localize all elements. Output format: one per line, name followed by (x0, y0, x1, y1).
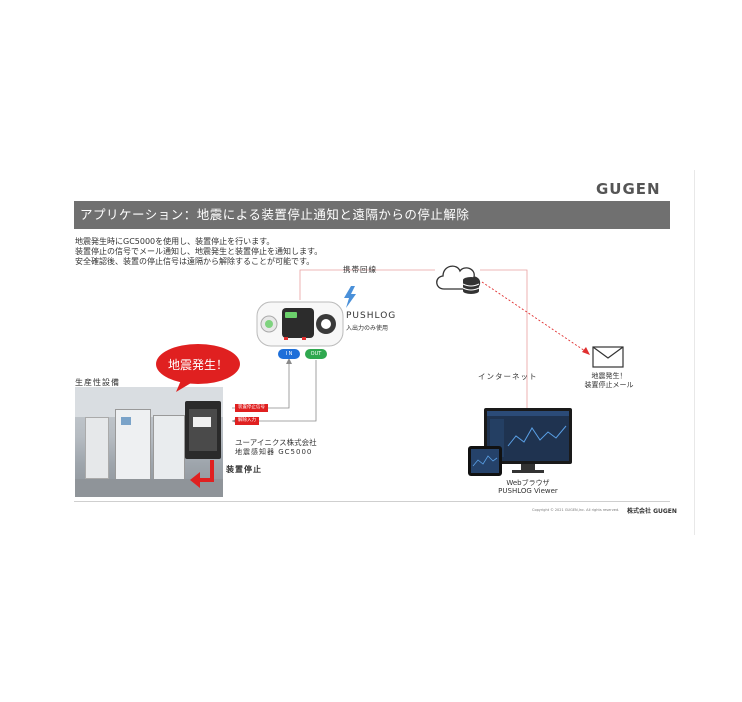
stop-label: 装置停止 (226, 465, 262, 474)
out-port: OUT (305, 349, 327, 359)
mail-label-line-1: 地震発生！ (591, 372, 627, 380)
internet-line-path (480, 269, 528, 408)
sensor-model: 地震感知器 GC5000 (235, 448, 313, 456)
browser-label-line-1: Webブラウザ (506, 479, 550, 487)
quake-bubble (156, 344, 240, 392)
internet-label: インターネット (478, 372, 538, 381)
sensor-maker: ユーアイニクス株式会社 (235, 438, 317, 447)
database-icon (462, 277, 480, 294)
cloud-icon (436, 265, 481, 294)
mail-dashed-line (481, 281, 589, 354)
quake-bubble-text: 地震発生！ (167, 358, 228, 372)
lightning-icon (344, 286, 356, 308)
mobile-line-label: 携帯回線 (343, 265, 377, 274)
brand-logo: GUGEN (596, 180, 661, 198)
mail-icon (592, 346, 624, 368)
pushlog-viewer-devices (468, 408, 572, 476)
in-arrow-head (286, 358, 292, 364)
equipment-label: 生産性設備 (75, 378, 120, 387)
pushlog-device (256, 301, 344, 347)
mail-arrow-head (582, 347, 590, 355)
stop-signal-tag: 装置停止信号 (235, 404, 268, 412)
footer-divider (74, 501, 670, 502)
description-line-1: 地震発生時にGC5000を使用し、装置停止を行います。 (75, 237, 275, 246)
out-line-path (232, 360, 317, 422)
release-input-tag: 解除入力 (235, 417, 259, 425)
mobile-line-path (299, 269, 435, 300)
description-line-3: 安全確認後、装置の停止信号は遠隔から解除することが可能です。 (75, 257, 315, 266)
copyright: Copyright © 2021 GUGEN,Inc. All rights r… (532, 508, 620, 512)
footer-company: 株式会社 GUGEN (627, 508, 677, 515)
pushlog-name: PUSHLOG (346, 311, 397, 321)
description-line-2: 装置停止の信号でメール通知し、地震発生と装置停止を通知します。 (75, 247, 323, 256)
in-port: I N (278, 349, 300, 359)
slide-edge (694, 170, 695, 535)
pushlog-sub: 入出力のみ使用 (346, 325, 389, 332)
mail-label-line-2: 装置停止メール (584, 381, 634, 389)
browser-label-line-2: PUSHLOG Viewer (498, 487, 558, 495)
page-title: アプリケーション：地震による装置停止通知と遠隔からの停止解除 (74, 201, 670, 229)
stop-arrow-icon (190, 460, 214, 488)
